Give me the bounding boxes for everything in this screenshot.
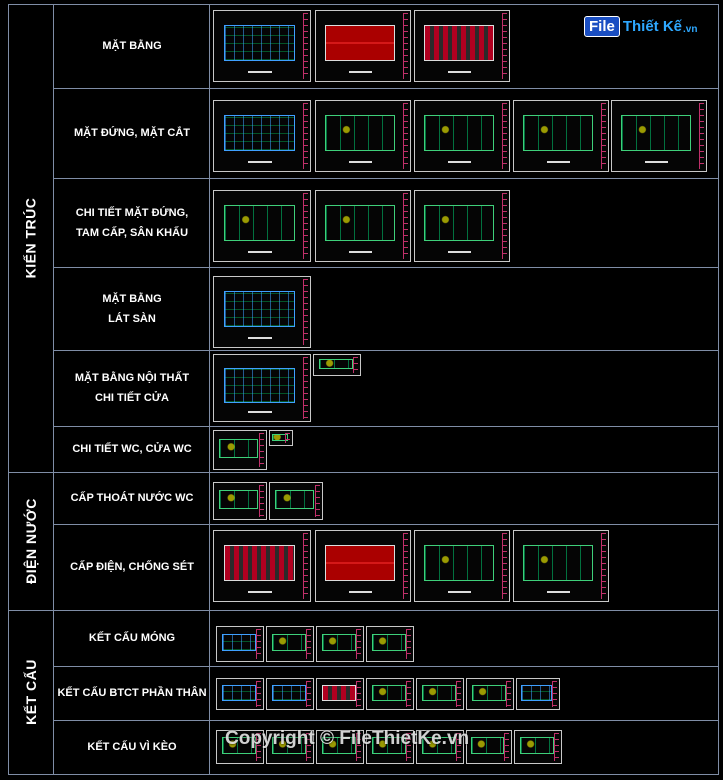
grid-line-bottom xyxy=(8,774,719,775)
drawing-thumbnail[interactable] xyxy=(266,730,314,764)
grid-line-row-5 xyxy=(53,426,719,427)
drawing-thumbnail[interactable] xyxy=(216,626,264,662)
category-label: ĐIỆN NƯỚC xyxy=(22,498,39,584)
drawing-thumbnail[interactable] xyxy=(366,678,414,710)
drawing-thumbnail[interactable] xyxy=(266,678,314,710)
drawing-thumbnail[interactable] xyxy=(213,482,267,520)
grid-line-row-2 xyxy=(53,178,719,179)
logo-file-text: File xyxy=(584,16,620,37)
grid-line-cat-1 xyxy=(8,472,719,473)
grid-line-row-3 xyxy=(53,267,719,268)
grid-line-top xyxy=(8,4,719,5)
drawing-thumbnail[interactable] xyxy=(213,430,267,470)
grid-line-category xyxy=(53,4,54,774)
row-label-mat-bang: MẶT BẰNG xyxy=(55,4,209,88)
grid-line-row-1 xyxy=(53,88,719,89)
drawing-thumbnail[interactable] xyxy=(316,730,364,764)
logo-thietke-text: Thiết Kế xyxy=(622,18,683,35)
drawing-thumbnail[interactable] xyxy=(269,430,293,446)
row-label-mat-dung-mat-cat: MẶT ĐỨNG, MẶT CẮT xyxy=(55,88,209,178)
drawing-thumbnail[interactable] xyxy=(213,354,311,422)
row-label-cap-dien: CẤP ĐIỆN, CHỐNG SÉT xyxy=(55,524,209,610)
row-label-line: CHI TIẾT WC, CỬA WC xyxy=(72,443,192,455)
drawing-thumbnail[interactable] xyxy=(466,678,514,710)
drawing-thumbnail[interactable] xyxy=(315,530,411,602)
row-label-noi-that: MẶT BẰNG NỘI THẤT CHI TIẾT CỬA xyxy=(55,350,209,426)
row-label-mat-bang-lat-san: MẶT BẰNG LÁT SÀN xyxy=(55,267,209,350)
row-label-line: CẤP ĐIỆN, CHỐNG SÉT xyxy=(70,561,194,573)
row-label-line: LÁT SÀN xyxy=(108,312,156,325)
drawing-thumbnail[interactable] xyxy=(414,530,510,602)
drawing-thumbnail[interactable] xyxy=(269,482,323,520)
drawing-thumbnail[interactable] xyxy=(416,730,464,764)
drawing-thumbnail[interactable] xyxy=(611,100,707,172)
row-label-line: KẾT CẤU MÓNG xyxy=(88,632,176,644)
row-label-chi-tiet-mat-dung: CHI TIẾT MẶT ĐỨNG, TAM CẤP, SÂN KHẤU xyxy=(55,178,209,267)
drawing-thumbnail[interactable] xyxy=(213,530,311,602)
drawing-thumbnail[interactable] xyxy=(366,626,414,662)
drawing-thumbnail[interactable] xyxy=(213,190,311,262)
category-ket-cau: KẾT CẤU xyxy=(8,610,53,774)
grid-line-right xyxy=(718,4,719,774)
drawing-thumbnail[interactable] xyxy=(266,626,314,662)
row-label-line: TAM CẤP, SÂN KHẤU xyxy=(75,226,189,239)
row-label-line: MẶT BẰNG xyxy=(102,292,162,305)
drawing-thumbnail[interactable] xyxy=(315,190,411,262)
drawing-thumbnail[interactable] xyxy=(316,626,364,662)
row-label-line: MẶT ĐỨNG, MẶT CẮT xyxy=(73,127,191,139)
drawing-thumbnail[interactable] xyxy=(315,10,411,82)
drawing-thumbnail[interactable] xyxy=(414,190,510,262)
drawing-thumbnail[interactable] xyxy=(213,276,311,348)
row-label-cap-thoat-nuoc: CẤP THOÁT NƯỚC WC xyxy=(55,472,209,524)
category-label: KIẾN TRÚC xyxy=(22,197,39,279)
drawing-thumbnail[interactable] xyxy=(513,100,609,172)
row-label-line: KẾT CẤU VÌ KÈO xyxy=(87,741,177,753)
logo-domain-text: .vn xyxy=(683,24,698,35)
row-label-ket-cau-mong: KẾT CẤU MÓNG xyxy=(55,610,209,666)
row-label-ket-cau-than: KẾT CẤU BTCT PHẦN THÂN xyxy=(55,666,209,720)
copyright-watermark: Copyright © FileThietKe.vn xyxy=(225,728,470,749)
category-label: KẾT CẤU xyxy=(22,659,39,725)
drawing-thumbnail[interactable] xyxy=(213,10,311,82)
drawing-thumbnail[interactable] xyxy=(516,678,560,710)
drawing-thumbnail[interactable] xyxy=(514,730,562,764)
grid-line-label xyxy=(209,4,210,774)
filethietke-logo: File Thiết Kế .vn xyxy=(584,16,697,37)
grid-line-cat-2 xyxy=(8,610,719,611)
drawing-thumbnail[interactable] xyxy=(414,100,510,172)
row-label-line: KẾT CẤU BTCT PHẦN THÂN xyxy=(57,687,207,699)
drawing-thumbnail[interactable] xyxy=(216,730,264,764)
drawing-thumbnail[interactable] xyxy=(213,100,311,172)
row-label-line: CẤP THOÁT NƯỚC WC xyxy=(70,492,194,504)
drawing-thumbnail[interactable] xyxy=(315,100,411,172)
category-kien-truc: KIẾN TRÚC xyxy=(8,4,53,472)
grid-line-row-9 xyxy=(53,666,719,667)
grid-line-row-7 xyxy=(53,524,719,525)
row-label-chi-tiet-wc: CHI TIẾT WC, CỬA WC xyxy=(55,426,209,472)
category-dien-nuoc: ĐIỆN NƯỚC xyxy=(8,472,53,610)
row-label-line: MẶT BẰNG xyxy=(102,40,162,52)
grid-line-left xyxy=(8,4,9,774)
row-label-vi-keo: KẾT CẤU VÌ KÈO xyxy=(55,720,209,774)
drawing-thumbnail[interactable] xyxy=(414,10,510,82)
grid-line-row-10 xyxy=(53,720,719,721)
drawing-thumbnail[interactable] xyxy=(466,730,512,764)
drawing-thumbnail[interactable] xyxy=(313,354,361,376)
drawing-thumbnail[interactable] xyxy=(416,678,464,710)
row-label-line: MẶT BẰNG NỘI THẤT xyxy=(74,372,190,384)
drawing-thumbnail[interactable] xyxy=(316,678,364,710)
drawing-thumbnail[interactable] xyxy=(366,730,414,764)
grid-line-row-4 xyxy=(53,350,719,351)
row-label-line: CHI TIẾT MẶT ĐỨNG, xyxy=(75,206,189,219)
drawing-thumbnail[interactable] xyxy=(216,678,264,710)
row-label-line: CHI TIẾT CỬA xyxy=(95,392,169,404)
drawing-thumbnail[interactable] xyxy=(513,530,609,602)
